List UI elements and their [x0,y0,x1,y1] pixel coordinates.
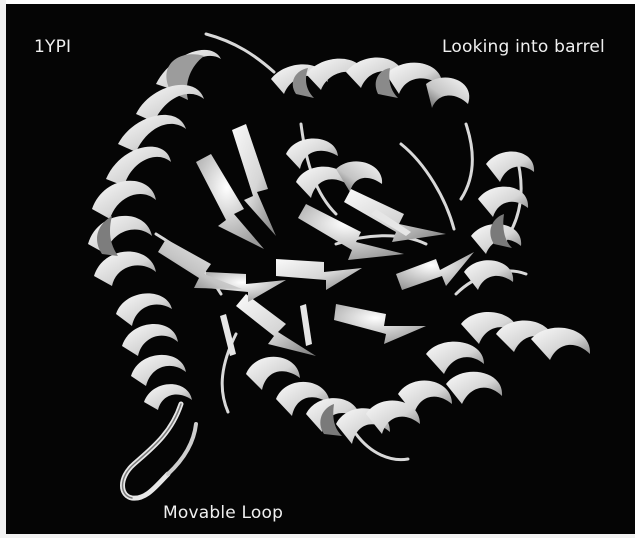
structure-id-label: 1YPI [34,37,71,57]
protein-ribbon-structure [6,4,635,534]
movable-loop-label: Movable Loop [163,503,283,523]
beta-barrel-strands [158,124,474,356]
minor-strands [220,209,411,356]
alpha-helix-left [88,181,156,286]
coil-loops [156,34,526,460]
alpha-helix-lower-right [426,312,590,404]
alpha-helix-bottom [246,357,452,444]
alpha-helix-top-center [271,58,469,108]
movable-loop-ribbon [123,404,197,498]
alpha-helix-center-upper [286,138,382,198]
scan-margin-bottom [0,534,635,538]
molecule-render-frame: 1YPI Looking into barrel Movable Loop [6,4,635,534]
view-description-label: Looking into barrel [442,37,605,57]
alpha-helix-right [464,152,534,290]
alpha-helix-lower-left [116,293,192,410]
